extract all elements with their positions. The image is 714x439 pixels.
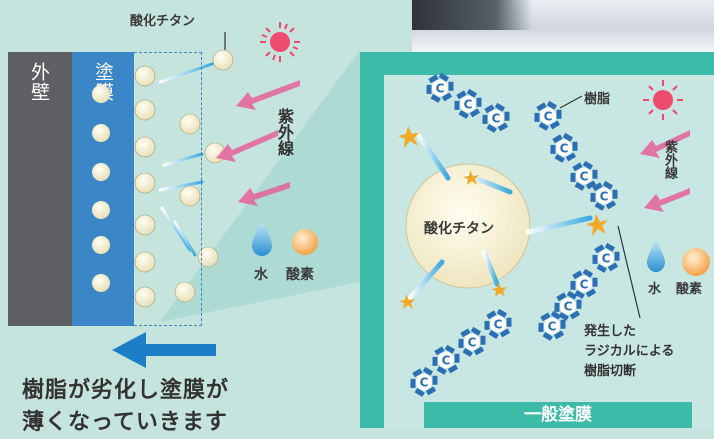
general-coating-label: 一般塗膜 [424, 402, 692, 428]
left-caption: 樹脂が劣化し塗膜が 薄くなっていきます [22, 375, 229, 439]
water-drop-icon-left [252, 222, 272, 256]
water-label-left: 水 [254, 267, 268, 283]
resin-monomer-icon: C [482, 102, 510, 134]
resin-monomer-icon: C [590, 180, 618, 212]
uv-label-left: 紫外線 [275, 108, 294, 156]
resin-monomer-icon: C [458, 326, 486, 358]
resin-monomer-icon: C [454, 88, 482, 120]
sun-icon-right [643, 80, 683, 120]
water-drop-icon-right [647, 240, 665, 272]
water-label-right: 水 [648, 282, 662, 297]
thinning-arrow-icon [112, 332, 216, 368]
oxygen-icon-left [292, 229, 318, 255]
oxygen-label-left: 酸素 [286, 267, 314, 283]
monomer-letter: C [468, 336, 477, 350]
resin-monomer-icon: C [426, 72, 454, 104]
tio2-big-particle [405, 163, 531, 289]
radical-caption: 発生した ラジカルによる 樹脂切断 [584, 322, 674, 382]
resin-monomer-icon: C [570, 160, 598, 192]
radical-leader [617, 225, 641, 319]
monomer-letter: C [494, 318, 503, 332]
tio2-label-right: 酸化チタン [424, 221, 494, 237]
monomer-letter: C [544, 110, 553, 124]
resin-monomer-icon: C [570, 268, 598, 300]
coating-boundary [134, 52, 202, 326]
outer-wall [8, 52, 72, 326]
monomer-letter: C [548, 320, 557, 334]
uv-arrows-right [640, 130, 690, 212]
uv-label-right: 紫外線 [662, 140, 677, 179]
monomer-letter: C [436, 82, 445, 96]
monomer-letter: C [560, 142, 569, 156]
rays-left [158, 62, 214, 257]
building-roof-shadow [412, 0, 532, 30]
resin-leader [559, 95, 583, 109]
monomer-letter: C [564, 300, 573, 314]
tio2-label-left: 酸化チタン [130, 14, 196, 29]
sun-icon-left [260, 22, 300, 62]
radical-caption-line3: 樹脂切断 [584, 364, 637, 379]
uv-arrows-left [216, 80, 300, 206]
monomer-letter: C [442, 354, 451, 368]
monomer-letter: C [492, 112, 501, 126]
resin-monomer-icon: C [534, 100, 562, 132]
radical-sparks [398, 126, 608, 309]
radical-caption-line2: ラジカルによる [584, 344, 675, 359]
wall-label: 外壁 [28, 62, 50, 102]
left-caption-line1: 樹脂が劣化し塗膜が [22, 378, 230, 403]
resin-monomer-icon: C [410, 366, 438, 398]
resin-monomer-icon: C [432, 344, 460, 376]
monomer-letter: C [580, 278, 589, 292]
monomer-letter: C [602, 252, 611, 266]
monomer-letter: C [580, 170, 589, 184]
resin-label: 樹脂 [584, 92, 611, 107]
resin-monomer-icon: C [554, 290, 582, 322]
radical-caption-line1: 発生した [584, 324, 637, 339]
left-caption-line2: 薄くなっていきます [22, 410, 228, 435]
coat-particles-overlay [92, 65, 156, 308]
monomer-letter: C [464, 98, 473, 112]
monomer-letter: C [600, 190, 609, 204]
resin-monomer-icon: C [592, 242, 620, 274]
resin-monomer-icon: C [538, 310, 566, 342]
oxygen-label-right: 酸素 [676, 282, 703, 297]
oxygen-icon-right [682, 248, 710, 276]
resin-monomer-icon: C [550, 132, 578, 164]
monomer-letter: C [420, 376, 429, 390]
resin-monomer-icon: C [484, 308, 512, 340]
